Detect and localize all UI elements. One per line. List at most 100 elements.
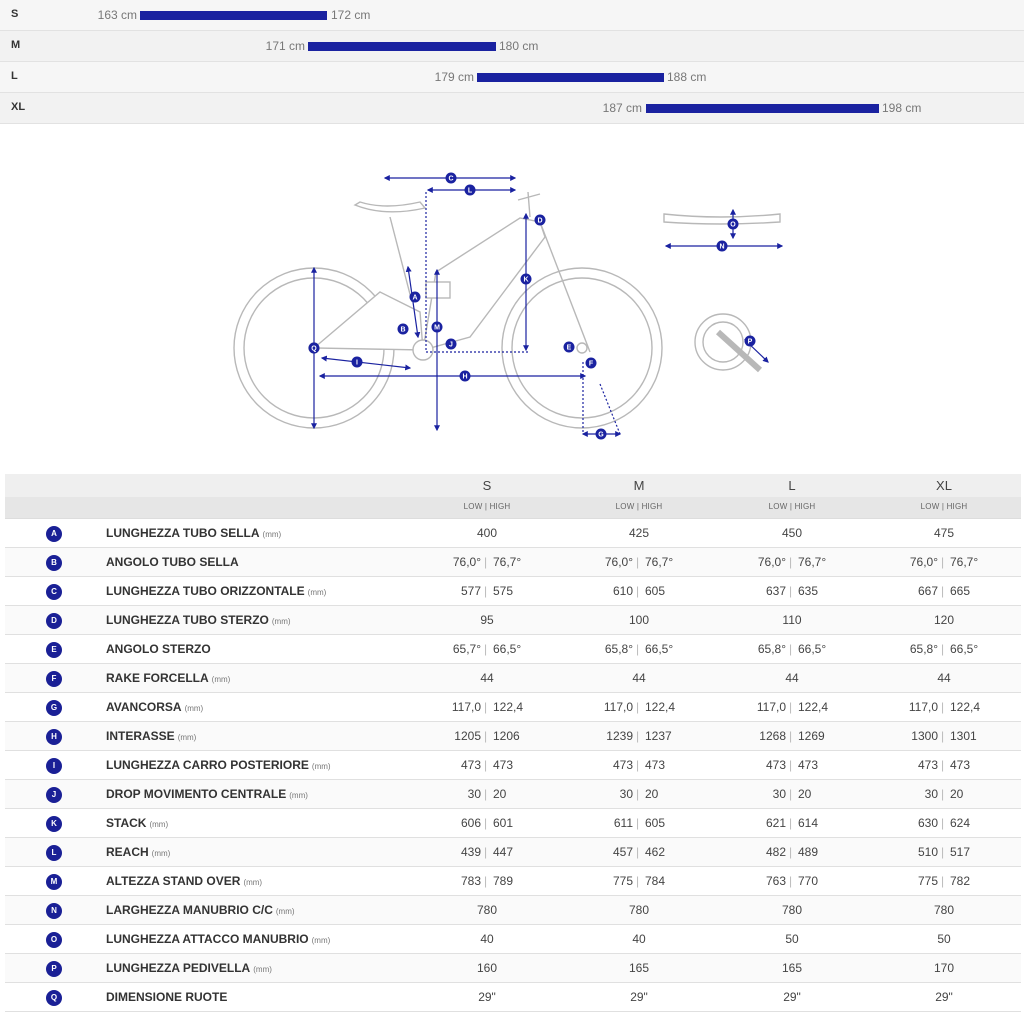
height-min: 187 cm <box>602 101 642 115</box>
value-single: 425 <box>628 526 650 540</box>
value-cell: 44 <box>884 671 1004 685</box>
value-low: 667 <box>917 584 938 598</box>
value-low: 117,0 <box>603 700 633 714</box>
value-high: 614 <box>798 816 819 830</box>
height-min: 163 cm <box>97 8 137 22</box>
column-header-s: S <box>482 478 492 493</box>
svg-text:P: P <box>748 339 753 346</box>
row-unit: (mm) <box>307 588 327 597</box>
geometry-table: S M L XL LOW | HIGH LOW | HIGH LOW | HIG… <box>5 474 1021 1012</box>
row-label: LARGHEZZA MANUBRIO C/C(mm) <box>106 903 295 917</box>
row-letter-badge: A <box>46 526 62 542</box>
value-cell: 170 <box>884 961 1004 975</box>
size-range-row-s: S 163 cm 172 cm <box>0 0 1024 31</box>
size-label: XL <box>11 101 26 113</box>
value-low: 1205 <box>454 729 481 743</box>
value-low: 76,0° <box>452 555 481 569</box>
value-high: 122,4 <box>645 700 676 714</box>
value-single: 450 <box>781 526 803 540</box>
row-unit: (mm) <box>211 675 231 684</box>
column-header-xl: XL <box>936 478 952 493</box>
marker-p: P <box>744 335 756 347</box>
row-label: LUNGHEZZA TUBO STERZO(mm) <box>106 613 291 627</box>
low-high-label: LOW | HIGH <box>615 502 663 511</box>
row-label-text: LUNGHEZZA CARRO POSTERIORE <box>106 758 309 772</box>
height-max: 198 cm <box>882 101 922 115</box>
svg-text:B: B <box>400 327 405 334</box>
value-low: 783 <box>460 874 481 888</box>
row-label: LUNGHEZZA TUBO ORIZZONTALE(mm) <box>106 584 326 598</box>
column-header-l: L <box>788 478 796 493</box>
value-separator: | <box>941 874 945 888</box>
value-separator: | <box>941 729 945 743</box>
row-label-text: ANGOLO STERZO <box>106 642 211 656</box>
height-max: 180 cm <box>499 39 539 53</box>
row-label-text: REACH <box>106 845 149 859</box>
marker-f: F <box>585 357 597 369</box>
value-cell: 400 <box>427 526 547 540</box>
height-max: 172 cm <box>331 8 371 22</box>
value-high: 20 <box>645 787 659 801</box>
value-separator: | <box>941 642 945 656</box>
low-high-label: LOW | HIGH <box>920 502 968 511</box>
value-separator: | <box>484 642 488 656</box>
value-high: 20 <box>493 787 507 801</box>
value-high: 76,7° <box>645 555 674 569</box>
value-single: 40 <box>632 932 646 946</box>
value-separator: | <box>789 729 793 743</box>
value-high: 635 <box>798 584 819 598</box>
value-cell: 44 <box>732 671 852 685</box>
marker-j: J <box>445 338 457 350</box>
value-single: 50 <box>785 932 799 946</box>
size-range-table: S 163 cm 172 cm M 171 cm 180 cm L 179 cm… <box>0 0 1024 124</box>
value-separator: | <box>484 787 488 801</box>
value-high: 601 <box>493 816 514 830</box>
row-letter-badge: N <box>46 903 62 919</box>
value-high: 605 <box>645 816 666 830</box>
value-high: 784 <box>645 874 666 888</box>
row-letter-badge: E <box>46 642 62 658</box>
value-high: 76,7° <box>493 555 522 569</box>
value-single: 780 <box>781 903 803 917</box>
value-separator: | <box>636 700 640 714</box>
row-letter-badge: I <box>46 758 62 774</box>
value-separator: | <box>941 700 945 714</box>
height-range-bar <box>140 11 327 20</box>
value-low: 610 <box>612 584 633 598</box>
value-cell: 44 <box>579 671 699 685</box>
row-letter-badge: C <box>46 584 62 600</box>
value-high: 665 <box>950 584 971 598</box>
height-range-bar <box>646 104 879 113</box>
value-cell: 165 <box>732 961 852 975</box>
value-high: 575 <box>493 584 514 598</box>
height-max: 188 cm <box>667 70 707 84</box>
value-cell: 475 <box>884 526 1004 540</box>
table-subheader: LOW | HIGH LOW | HIGH LOW | HIGH LOW | H… <box>5 497 1021 519</box>
size-label: S <box>11 8 19 20</box>
svg-text:J: J <box>449 342 453 349</box>
row-label-text: LUNGHEZZA TUBO STERZO <box>106 613 269 627</box>
value-single: 120 <box>933 613 955 627</box>
value-high: 782 <box>950 874 971 888</box>
value-cell: 120 <box>884 613 1004 627</box>
row-letter-badge: D <box>46 613 62 629</box>
marker-n: N <box>716 240 728 252</box>
value-high: 66,5° <box>950 642 979 656</box>
row-unit: (mm) <box>275 907 295 916</box>
value-cell: 425 <box>579 526 699 540</box>
value-low: 117,0 <box>756 700 786 714</box>
row-unit: (mm) <box>149 820 169 829</box>
value-separator: | <box>789 584 793 598</box>
row-label-text: LUNGHEZZA PEDIVELLA <box>106 961 251 975</box>
value-separator: | <box>636 584 640 598</box>
front-wheel <box>501 267 663 429</box>
value-high: 473 <box>950 758 971 772</box>
value-low: 473 <box>612 758 633 772</box>
row-unit: (mm) <box>289 791 308 800</box>
row-label-text: LUNGHEZZA ATTACCO MANUBRIO <box>106 932 309 946</box>
value-separator: | <box>789 555 793 569</box>
